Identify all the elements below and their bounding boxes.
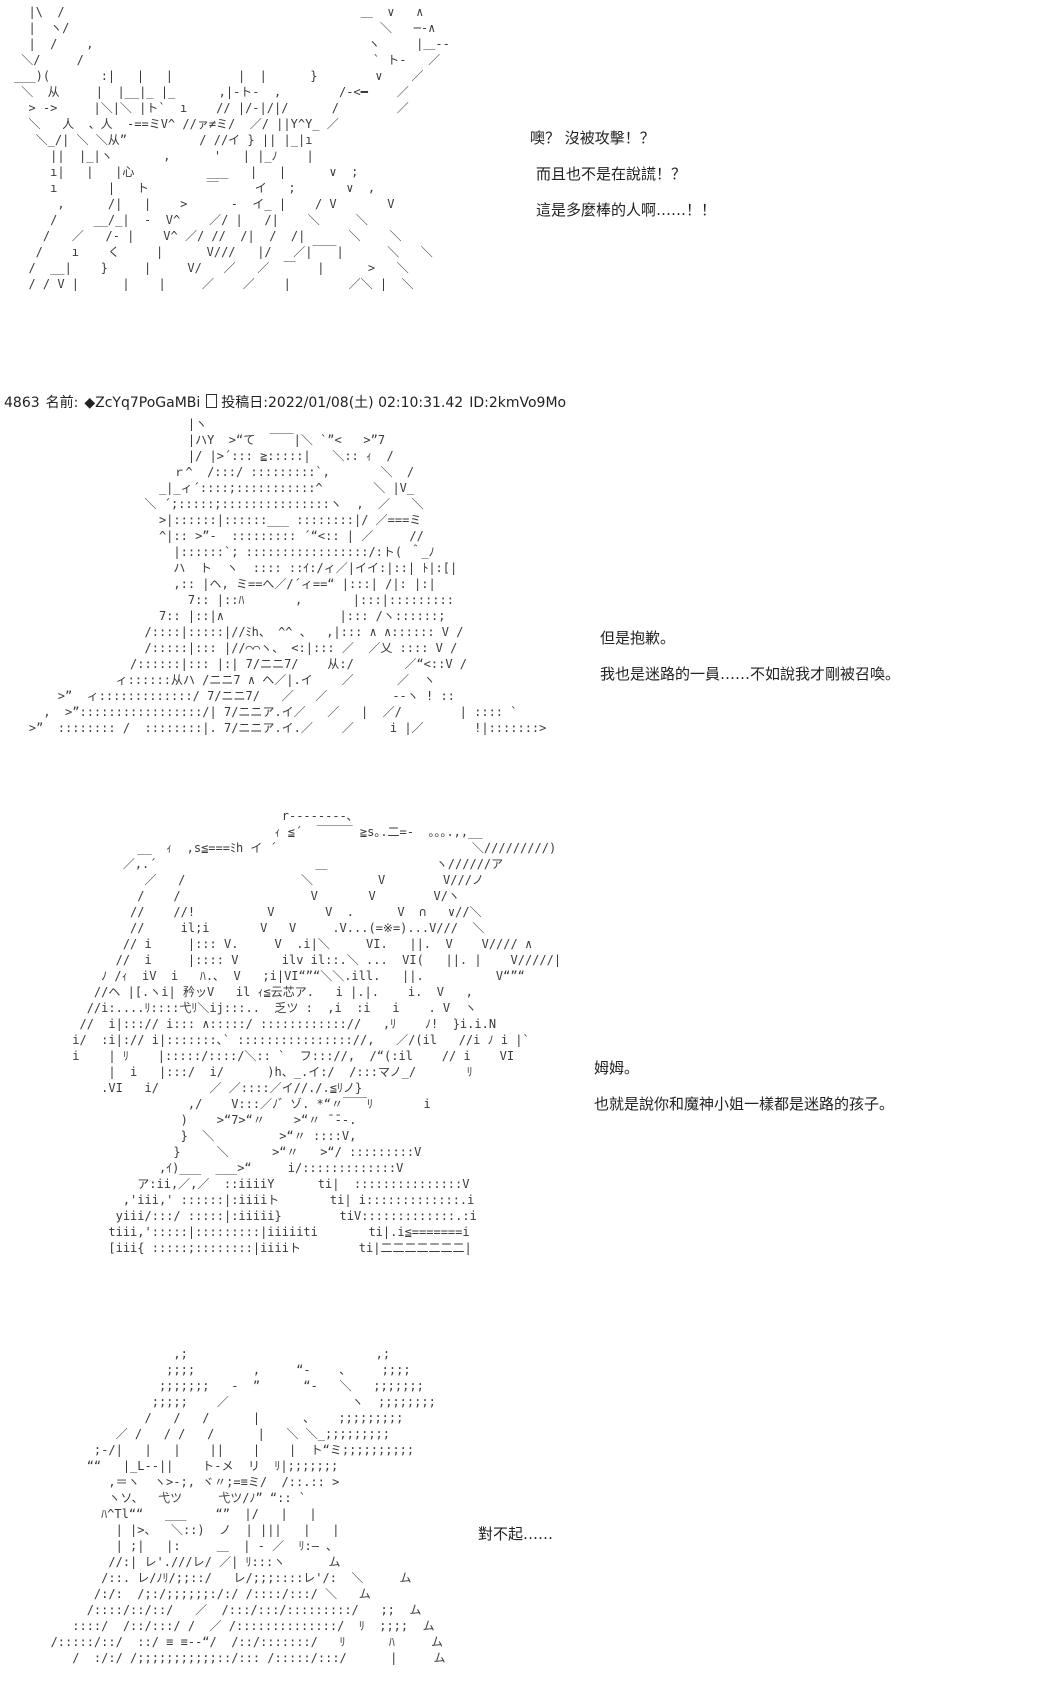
post-number: 4863 bbox=[4, 395, 40, 411]
dialogue-line: 噢？ 沒被攻擊！？ bbox=[530, 129, 655, 147]
ascii-art-panel-4: ,; ,; ;;;; , “‐ ､ ;;;; ;;;;;;; ‐ ” “‐ ＼ … bbox=[50, 1347, 446, 1665]
dialogue-line: 對不起…… bbox=[478, 1525, 554, 1543]
dialogue-panel-2: 但是抱歉。 我也是迷路的一員……不如說我才剛被召喚。 bbox=[600, 628, 900, 700]
post-date-label: 投稿日: bbox=[221, 395, 268, 411]
ascii-art-panel-1: |\ / ＿ ∨ ∧ | ヽ/ ＼ ─‐∧ | / , ヽ |＿‐- ＼/ / bbox=[14, 5, 450, 291]
dialogue-panel-1: 噢？ 沒被攻擊！？ 而且也不是在說謊！？ 這是多麼棒的人啊……！！ bbox=[530, 128, 716, 236]
post-square-icon bbox=[206, 394, 218, 408]
dialogue-line: 姆姆。 bbox=[594, 1059, 640, 1077]
dialogue-panel-3: 姆姆。 也就是說你和魔神小姐一樣都是迷路的孩子。 bbox=[594, 1058, 894, 1130]
ascii-art-panel-2: |ヽ |ハY >“て ￣￣|＼ `”< >”7 |/ |>´::: ≧:::::… bbox=[28, 417, 547, 735]
dialogue-line: 但是抱歉。 bbox=[600, 629, 676, 647]
post-trip: ◆ZcYq7PoGaMBi bbox=[84, 395, 201, 411]
post-id: ID:2kmVo9Mo bbox=[469, 395, 567, 411]
post-name-label: 名前: bbox=[45, 395, 79, 411]
post-header: 4863 名前: ◆ZcYq7PoGaMBi 投稿日:2022/01/08(土) 02… bbox=[4, 394, 572, 412]
dialogue-panel-4: 對不起…… bbox=[478, 1524, 553, 1560]
dialogue-line: 我也是迷路的一員……不如說我才剛被召喚。 bbox=[600, 665, 901, 683]
post-date: 2022/01/08(土) 02:10:31.42 bbox=[268, 395, 464, 411]
dialogue-line: 而且也不是在說謊！？ bbox=[536, 165, 687, 183]
ascii-art-panel-3: r‐‐‐‐‐‐‐‐､ ｨ ≦´ ￣￣￣ ≧s｡.二=- ｡｡｡.,,__ __ … bbox=[72, 809, 562, 1255]
dialogue-line: 這是多麼棒的人啊……！！ bbox=[536, 201, 717, 219]
dialogue-line: 也就是說你和魔神小姐一樣都是迷路的孩子。 bbox=[594, 1095, 895, 1113]
